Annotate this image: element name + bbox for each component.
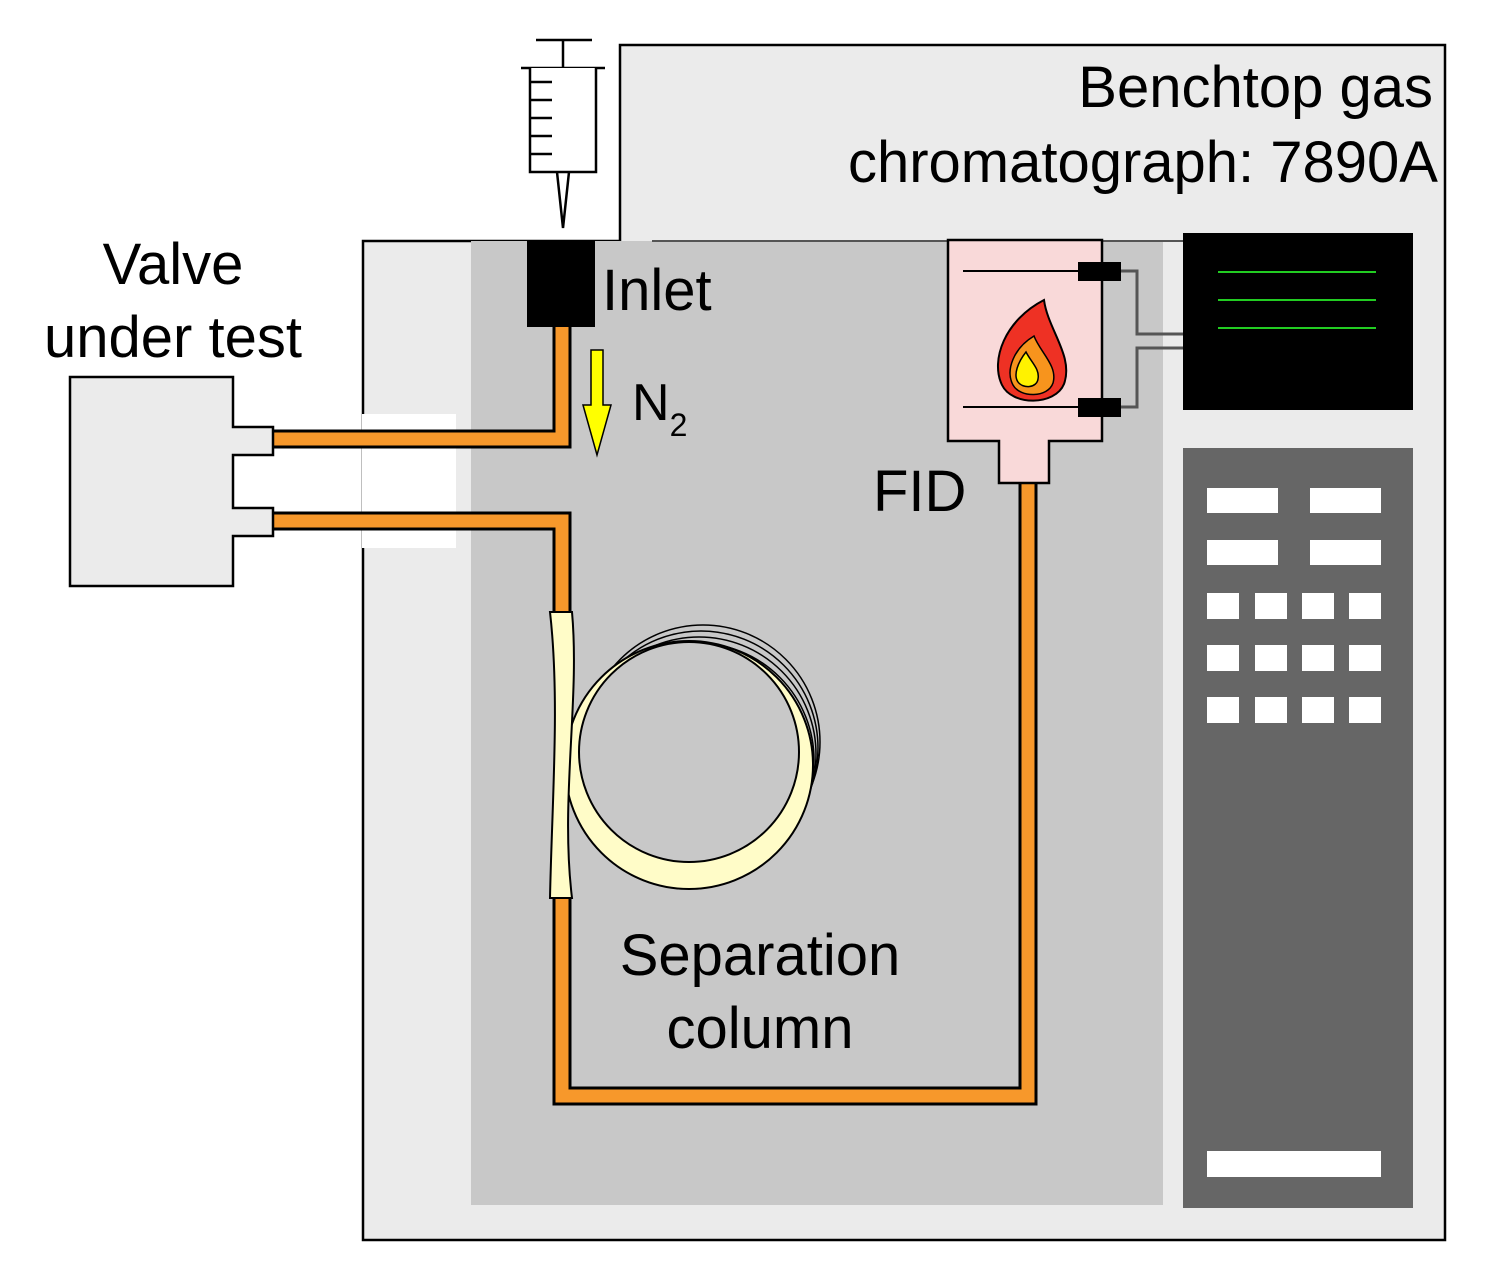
fid-connector-top: [1078, 262, 1121, 281]
flame-icon: [997, 298, 1068, 402]
carrier-tubing: [273, 327, 1038, 1106]
inlet-label: Inlet: [602, 258, 712, 323]
keypad-key: [1207, 645, 1239, 671]
keypad-key: [1207, 540, 1278, 565]
valve-label-line1: Valve: [103, 232, 244, 297]
inlet-block: [527, 241, 595, 327]
keypad-key: [1207, 697, 1239, 723]
fid-connector-bottom: [1078, 398, 1121, 417]
column-label-line1: Separation: [620, 923, 901, 988]
fid-label: FID: [873, 459, 966, 524]
keypad: [1207, 488, 1381, 1177]
display-screen: [1183, 233, 1413, 410]
carrier-gas-symbol: N: [632, 374, 670, 432]
keypad-key: [1255, 645, 1287, 671]
keypad-key: [1255, 697, 1287, 723]
keypad-key: [1207, 488, 1278, 513]
keypad-key: [1207, 593, 1239, 619]
gc-title-line1: Benchtop gas: [1078, 55, 1433, 120]
keypad-key: [1349, 593, 1381, 619]
keypad-key: [1302, 593, 1334, 619]
arrow-down-icon: [582, 349, 612, 458]
carrier-gas-label: N2: [632, 374, 687, 443]
keypad-key: [1255, 593, 1287, 619]
signal-wires: [1121, 269, 1183, 409]
keypad-bar: [1207, 1151, 1381, 1177]
keypad-key: [1302, 645, 1334, 671]
valve-label-line2: under test: [44, 305, 302, 370]
valve-body: [68, 375, 275, 588]
screen-signal-lines: [1218, 271, 1376, 329]
keypad-key: [1349, 645, 1381, 671]
gc-title-line2: chromatograph: 7890A: [848, 130, 1438, 195]
keypad-key: [1310, 540, 1381, 565]
keypad-key: [1349, 697, 1381, 723]
keypad-key: [1302, 697, 1334, 723]
separation-column-coil: [548, 611, 821, 899]
keypad-panel: [1183, 448, 1413, 1208]
keypad-key: [1310, 488, 1381, 513]
carrier-gas-subscript: 2: [670, 407, 688, 443]
column-label-line2: column: [667, 996, 854, 1061]
syringe-icon: [521, 38, 605, 229]
